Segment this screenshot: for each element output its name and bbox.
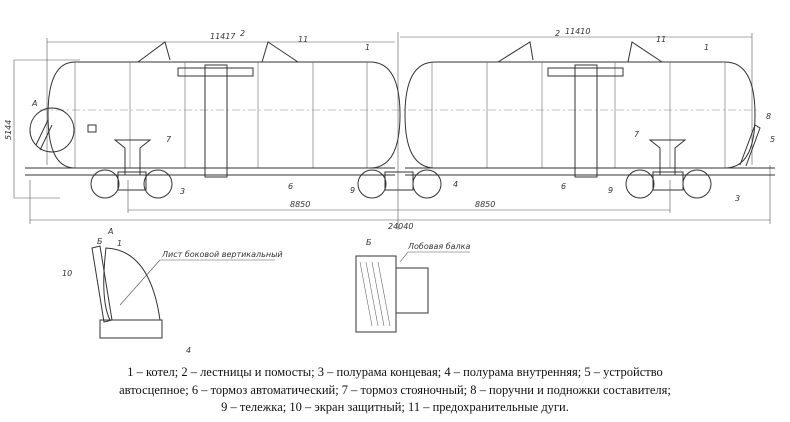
boiler	[47, 61, 401, 169]
dim-car2-length: 11410	[565, 27, 590, 36]
tank-car-2	[404, 41, 775, 178]
bogie-frame	[117, 171, 147, 191]
bolster	[648, 139, 687, 176]
safety-arcs	[497, 41, 663, 63]
detail-a-title: А	[107, 227, 113, 236]
ladder	[574, 64, 598, 178]
caption-line-3: 9 – тележка; 10 – экран защитный; 11 – п…	[221, 400, 569, 414]
callout-1: 1	[365, 43, 370, 52]
coupler-head	[355, 255, 397, 333]
callout-11: 11	[298, 35, 308, 44]
protective-screen	[35, 119, 53, 151]
dim-bogie-base-1: 8850	[290, 200, 310, 209]
bogies	[90, 169, 712, 199]
callout-11b: 11	[656, 35, 666, 44]
underframe	[25, 167, 395, 176]
detail-a-callout-10: 10	[62, 269, 72, 278]
leader	[119, 259, 161, 306]
platform	[177, 67, 254, 77]
legend-caption: 1 – котел; 2 – лестницы и помосты; 3 – п…	[0, 364, 790, 417]
wheel	[90, 169, 120, 199]
caption-line-1: 1 – котел; 2 – лестницы и помосты; 3 – п…	[127, 365, 663, 379]
wheel	[412, 169, 442, 199]
platform	[547, 67, 624, 77]
callout-7b: 7	[634, 130, 640, 139]
handrails	[739, 124, 761, 167]
detail-b: Б Лобовая балка	[355, 238, 470, 333]
callout-9b: 9	[608, 186, 613, 195]
safety-arcs	[137, 41, 299, 63]
detail-a-callout-4: 4	[186, 346, 191, 355]
callouts: А 1 1 2 2 3 3 4 5 6 6 7 7 8 9 9 11 11	[31, 29, 775, 203]
tank-car-1	[25, 41, 401, 178]
callout-9: 9	[350, 186, 355, 195]
underframe	[405, 167, 775, 176]
bolster	[113, 139, 152, 176]
plate-icon	[87, 124, 97, 133]
caption-line-2: автосцепное; 6 – тормоз автоматический; …	[119, 382, 671, 397]
ladder	[204, 64, 228, 178]
wheel	[682, 169, 712, 199]
leader	[399, 251, 409, 263]
wheel	[625, 169, 655, 199]
dim-height: 5144	[4, 120, 13, 140]
protective-screen	[91, 245, 113, 323]
callout-6b: 6	[561, 182, 566, 191]
detail-b-title: Б	[366, 238, 372, 247]
callout-6: 6	[288, 182, 293, 191]
detail-b-note: Лобовая балка	[407, 242, 470, 251]
bogie-frame	[384, 171, 414, 191]
callout-2b: 2	[555, 29, 560, 38]
detail-a-view-arrow: Б	[97, 237, 103, 246]
boiler	[404, 61, 756, 169]
callout-4: 4	[453, 180, 458, 189]
callout-8: 8	[766, 112, 771, 121]
detail-a-circle	[29, 107, 75, 153]
callout-5: 5	[770, 135, 775, 144]
boiler-section	[103, 247, 161, 321]
detail-a-callout-1: 1	[117, 239, 122, 248]
dim-bogie-base-2: 8850	[475, 200, 495, 209]
callout-3: 3	[180, 187, 185, 196]
front-beam	[395, 267, 429, 314]
callout-1b: 1	[704, 43, 709, 52]
detail-a: А Б 1 10 4 Лист боковой вертикальный	[62, 227, 283, 355]
detail-a-note: Лист боковой вертикальный	[161, 250, 283, 259]
callout-a: А	[31, 99, 37, 108]
callout-3b: 3	[735, 194, 740, 203]
wheel	[357, 169, 387, 199]
dimension-lines	[13, 32, 771, 230]
callout-2: 2	[240, 29, 245, 38]
bogie-frame	[652, 171, 684, 191]
callout-7: 7	[166, 135, 172, 144]
inner-half-frame	[99, 319, 163, 339]
dim-car1-length: 11417	[210, 32, 236, 41]
hatching	[359, 261, 391, 327]
wheel	[143, 169, 173, 199]
dim-total-length: 24040	[388, 222, 413, 231]
